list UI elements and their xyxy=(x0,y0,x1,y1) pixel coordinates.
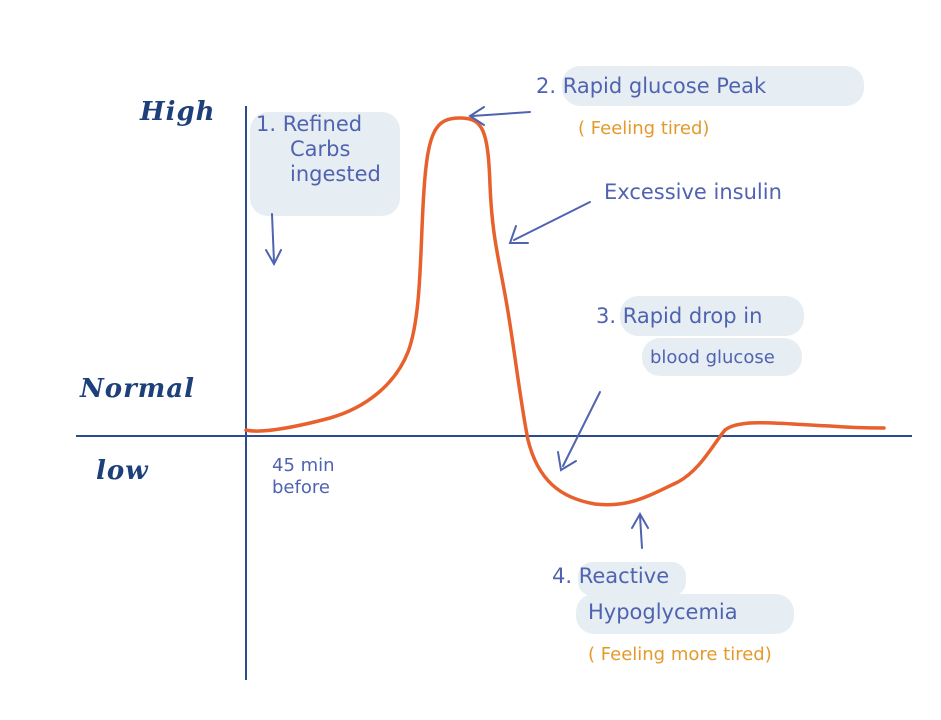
annotation-step4-note: ( Feeling more tired) xyxy=(588,644,772,665)
highlight-step2 xyxy=(562,66,864,106)
highlight-step3b xyxy=(642,338,802,376)
arrow-step4-icon xyxy=(631,511,649,549)
highlight-step3a xyxy=(620,296,804,336)
arrow-step2-icon xyxy=(468,106,531,126)
glucose-curve xyxy=(244,116,886,507)
annotation-step4-line2: Hypoglycemia xyxy=(588,600,738,624)
y-axis-normal-label: Normal xyxy=(80,374,196,404)
highlight-step4b xyxy=(576,594,794,634)
step1-line3: ingested xyxy=(290,162,381,187)
annotation-step2-note: ( Feeling tired) xyxy=(578,118,710,139)
annotation-step4-line1: 4. Reactive xyxy=(552,564,670,588)
step1-line2: Carbs xyxy=(290,137,351,162)
highlight-step1 xyxy=(250,112,400,216)
x-axis-start-line2: before xyxy=(272,476,330,498)
annotation-step2-title: 2. Rapid glucose Peak xyxy=(536,74,767,98)
arrow-insulin-icon xyxy=(508,201,591,244)
y-axis-low-label: low xyxy=(96,456,149,486)
annotation-insulin: Excessive insulin xyxy=(604,180,782,204)
annotation-step1: 1. Refined Carbs ingested xyxy=(256,112,381,188)
arrow-step1-icon xyxy=(265,213,282,267)
annotation-step3-line1: 3. Rapid drop in xyxy=(596,304,763,328)
annotation-step3-line2: blood glucose xyxy=(650,347,775,368)
highlight-step4a xyxy=(578,562,686,596)
arrow-step3-icon xyxy=(557,391,601,472)
x-axis-start-label: 45 min before xyxy=(272,455,335,498)
y-axis-high-label: High xyxy=(140,97,216,127)
x-axis-start-line1: 45 min xyxy=(272,455,335,476)
step1-line1: 1. Refined xyxy=(256,112,363,136)
